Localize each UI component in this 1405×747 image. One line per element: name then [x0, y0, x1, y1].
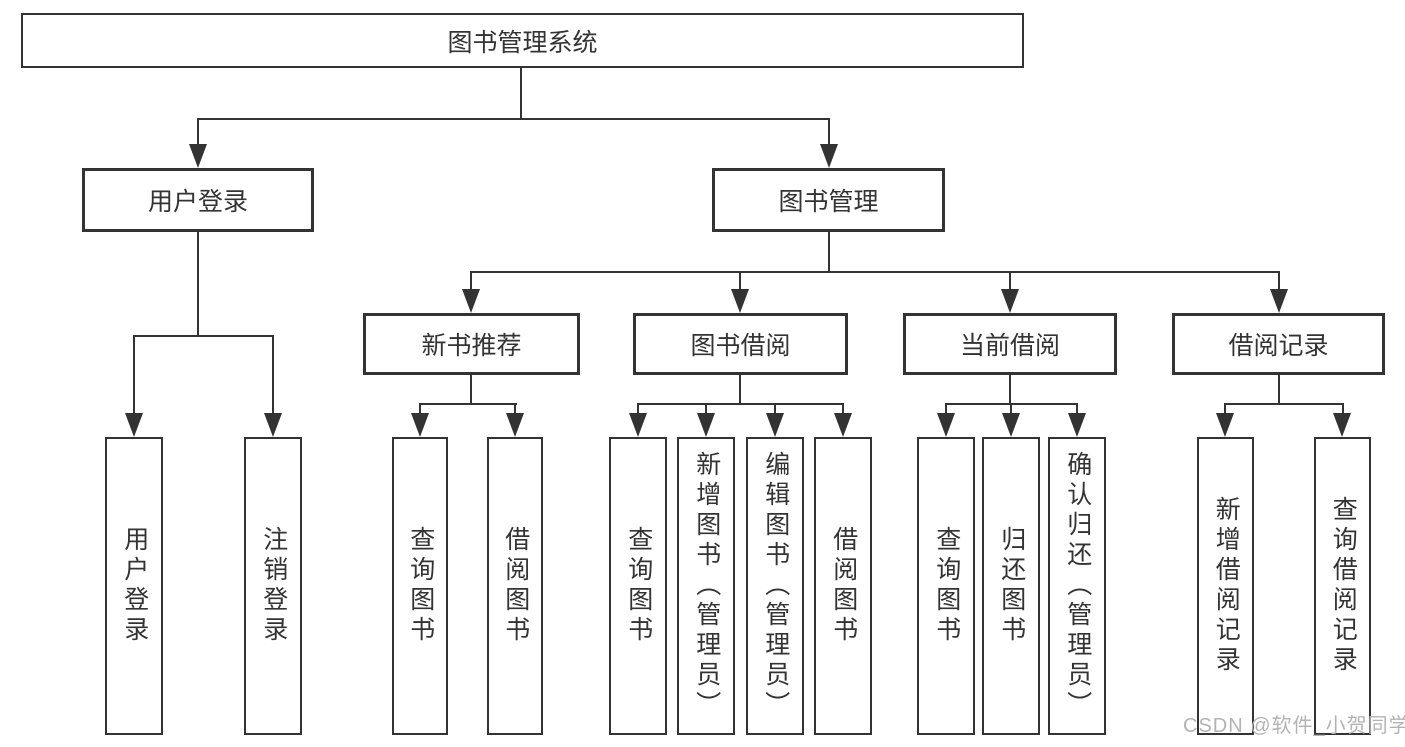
- arrow-down-icon: [1216, 413, 1234, 437]
- node-label: 用户登录: [147, 188, 248, 216]
- node-label: 新书推荐: [421, 332, 522, 360]
- leaf-add-borrow-record: 新增借阅记录: [1197, 437, 1254, 735]
- arrow-down-icon: [766, 413, 784, 437]
- connector-l2-drop-mgmt: [828, 118, 830, 148]
- connector-login-splitter: [133, 335, 274, 337]
- node-label: 新增图书（管理员）: [692, 451, 721, 721]
- csdn-watermark: CSDN @软件_小贺同学: [1183, 715, 1405, 737]
- connector-records-drop-1: [1224, 403, 1226, 415]
- connector-recommend-drop-2: [514, 403, 516, 415]
- arrow-down-icon: [937, 413, 955, 437]
- connector-l2-splitter: [197, 118, 830, 120]
- leaf-logout: 注销登录: [244, 437, 302, 735]
- node-root-library-system: 图书管理系统: [21, 13, 1024, 68]
- leaf-recommend-borrow-books: 借阅图书: [487, 437, 543, 735]
- connector-login-drop-2: [272, 335, 274, 415]
- connector-borrowing-drop-4: [842, 403, 844, 415]
- leaf-recommend-query-books: 查询图书: [392, 437, 448, 735]
- connector-recommend-drop-1: [419, 403, 421, 415]
- connector-current-drop-2: [1010, 403, 1012, 415]
- node-current-borrowing: 当前借阅: [903, 313, 1117, 375]
- connector-l3-drop-2: [739, 271, 741, 291]
- connector-records-stem: [1278, 375, 1280, 405]
- leaf-add-book-admin: 新增图书（管理员）: [677, 437, 735, 735]
- arrow-down-icon: [1001, 289, 1019, 313]
- connector-records-splitter: [1224, 403, 1344, 405]
- node-label: 查询图书: [624, 526, 653, 646]
- arrow-down-icon: [462, 289, 480, 313]
- connector-borrowing-stem: [739, 375, 741, 405]
- node-label: 图书管理: [778, 188, 879, 216]
- arrow-down-icon: [1333, 413, 1351, 437]
- arrow-down-icon: [1002, 413, 1020, 437]
- connector-l3-drop-1: [470, 271, 472, 291]
- connector-borrowing-splitter: [637, 403, 844, 405]
- arrow-down-icon: [629, 413, 647, 437]
- connector-borrowing-drop-2: [705, 403, 707, 415]
- connector-l2-drop-login: [197, 118, 199, 148]
- node-label: 图书管理系统: [447, 28, 598, 57]
- arrow-down-icon: [1068, 413, 1086, 437]
- connector-recommend-stem: [470, 375, 472, 405]
- arrow-down-icon: [506, 413, 524, 437]
- connector-login-stem: [197, 232, 199, 337]
- leaf-edit-book-admin: 编辑图书（管理员）: [746, 437, 804, 735]
- node-label: 注销登录: [259, 526, 288, 646]
- connector-current-stem: [1009, 375, 1011, 405]
- arrow-down-icon: [697, 413, 715, 437]
- node-book-management-branch: 图书管理: [712, 168, 945, 232]
- connector-borrowing-drop-3: [774, 403, 776, 415]
- leaf-return-books: 归还图书: [982, 437, 1040, 735]
- connector-l3-splitter: [470, 271, 1280, 273]
- connector-login-drop-1: [133, 335, 135, 415]
- node-label: 用户登录: [120, 526, 149, 646]
- connector-records-drop-2: [1342, 403, 1344, 415]
- connector-l3-drop-3: [1009, 271, 1011, 291]
- connector-l3-drop-4: [1278, 271, 1280, 291]
- connector-mgmt-stem: [828, 232, 830, 273]
- node-label: 借阅图书: [501, 526, 530, 646]
- node-label: 借阅图书: [829, 526, 858, 646]
- arrow-down-icon: [411, 413, 429, 437]
- node-user-login-branch: 用户登录: [82, 168, 314, 232]
- arrow-down-icon: [189, 144, 207, 168]
- leaf-borrowing-query-books: 查询图书: [609, 437, 667, 735]
- leaf-user-login: 用户登录: [105, 437, 163, 735]
- arrow-down-icon: [820, 144, 838, 168]
- node-label: 当前借阅: [959, 332, 1060, 360]
- node-label: 借阅记录: [1228, 332, 1329, 360]
- arrow-down-icon: [125, 413, 143, 437]
- node-label: 确认归还（管理员）: [1063, 451, 1092, 721]
- node-label: 查询图书: [932, 526, 961, 646]
- node-label: 编辑图书（管理员）: [761, 451, 790, 721]
- arrow-down-icon: [1270, 289, 1288, 313]
- leaf-borrowing-borrow-books: 借阅图书: [814, 437, 872, 735]
- connector-recommend-splitter: [419, 403, 517, 405]
- node-label: 查询借阅记录: [1329, 496, 1358, 676]
- leaf-current-query-books: 查询图书: [917, 437, 975, 735]
- connector-current-drop-3: [1076, 403, 1078, 415]
- node-book-borrowing: 图书借阅: [633, 313, 848, 375]
- leaf-confirm-return-admin: 确认归还（管理员）: [1048, 437, 1106, 735]
- connector-current-drop-1: [945, 403, 947, 415]
- arrow-down-icon: [264, 413, 282, 437]
- node-borrowing-records: 借阅记录: [1172, 313, 1385, 375]
- arrow-down-icon: [731, 289, 749, 313]
- arrow-down-icon: [834, 413, 852, 437]
- leaf-query-borrow-record: 查询借阅记录: [1314, 437, 1371, 735]
- node-label: 归还图书: [997, 526, 1026, 646]
- node-label: 查询图书: [406, 526, 435, 646]
- connector-borrowing-drop-1: [637, 403, 639, 415]
- node-label: 图书借阅: [690, 332, 791, 360]
- node-label: 新增借阅记录: [1212, 496, 1241, 676]
- connector-root-stem: [520, 68, 522, 120]
- node-new-book-recommend: 新书推荐: [363, 313, 580, 375]
